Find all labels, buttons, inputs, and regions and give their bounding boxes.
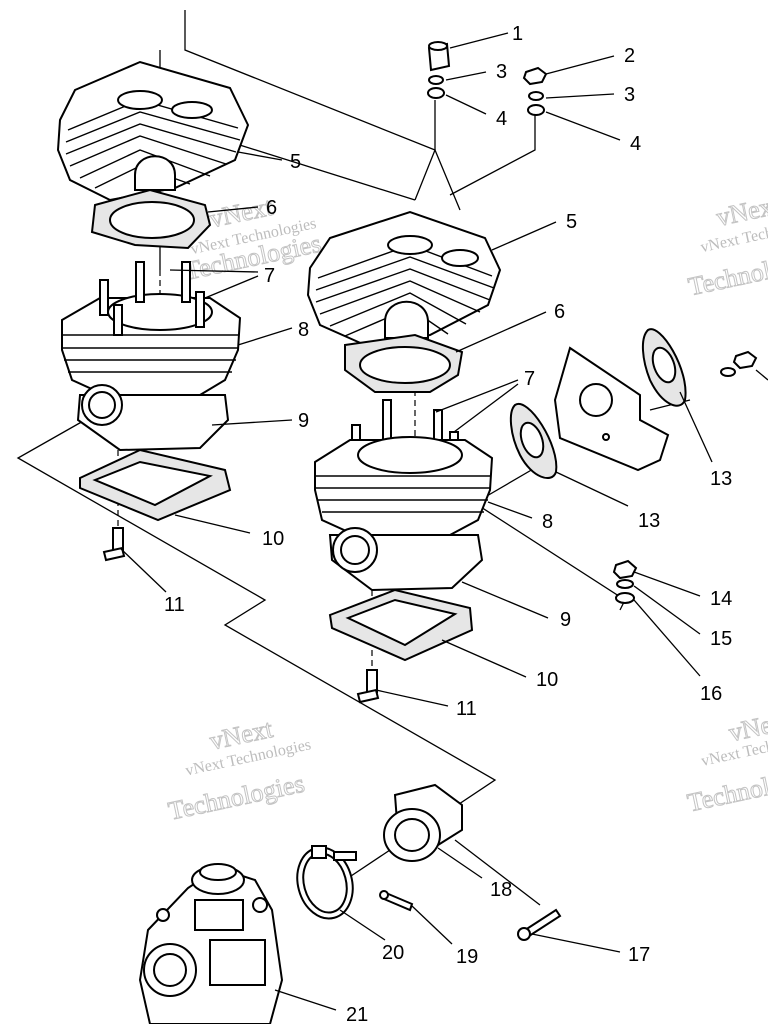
left-fitting	[102, 527, 126, 562]
callout-14: 14	[710, 588, 732, 610]
callout-4-right: 4	[630, 133, 641, 155]
callout-11-right: 11	[456, 698, 477, 720]
callout-20: 20	[382, 942, 404, 964]
carburetor	[138, 863, 284, 1024]
callout-15: 15	[710, 628, 732, 650]
callout-3-left: 3	[496, 61, 507, 83]
callout-18: 18	[490, 879, 512, 901]
callout-10-right: 10	[536, 669, 558, 691]
right-head-gasket	[344, 333, 464, 393]
exhaust-manifold-plate	[553, 346, 670, 472]
intake-screw-19	[379, 890, 414, 912]
callout-1: 1	[512, 23, 523, 45]
callout-3-right: 3	[624, 84, 635, 106]
left-cylinder-head	[56, 60, 250, 202]
callout-labels: 1 2 3 3 4 4 5 5 6 6 7 7 8 8 9 9 10 10 11…	[164, 23, 732, 1024]
callout-10-left: 10	[262, 528, 284, 550]
intake-screw-17	[517, 908, 562, 941]
callout-5-left: 5	[290, 151, 301, 173]
callout-21: 21	[346, 1004, 368, 1024]
exhaust-gasket-upper	[642, 328, 687, 407]
callout-6-left: 6	[266, 197, 277, 219]
callout-19: 19	[456, 946, 478, 968]
callout-4-left: 4	[496, 108, 507, 130]
callout-6-right: 6	[554, 301, 565, 323]
right-fitting	[356, 669, 380, 704]
exhaust-gasket-lower	[509, 402, 558, 479]
callout-2: 2	[624, 45, 635, 67]
callout-7-left: 7	[264, 265, 275, 287]
right-cylinder-head	[306, 210, 502, 347]
callout-9-right: 9	[560, 609, 571, 631]
callout-8-right: 8	[542, 511, 553, 533]
callout-16: 16	[700, 683, 722, 705]
right-cylinder	[314, 436, 494, 592]
callout-8-left: 8	[298, 319, 309, 341]
watermark-word-text: Technologies	[686, 244, 768, 301]
callout-13-upper: 13	[710, 468, 732, 490]
intake-flange	[383, 783, 463, 862]
watermark-middle-right: vNext vNext Technologies Technologies	[684, 705, 768, 818]
callout-17: 17	[628, 944, 650, 966]
hardware-top	[427, 41, 548, 116]
watermark-top-right: vNext vNext Technologies Technologies	[685, 190, 768, 302]
callout-7-right: 7	[524, 368, 535, 390]
hardware-right	[612, 350, 758, 604]
watermark-middle-left: vNext vNext Technologies Technologies	[165, 713, 312, 826]
right-base-gasket	[328, 588, 474, 662]
left-studs	[99, 261, 205, 336]
left-head-gasket	[90, 188, 212, 250]
callout-13-lower: 13	[638, 510, 660, 532]
callout-5-right: 5	[566, 211, 577, 233]
hose-clamp	[296, 845, 357, 920]
callout-9-left: 9	[298, 410, 309, 432]
leader-lines	[119, 32, 768, 1011]
left-cylinder	[61, 293, 242, 452]
left-base-gasket	[79, 448, 232, 522]
watermark-word-text: Technologies	[685, 760, 768, 817]
callout-11-left: 11	[164, 594, 185, 616]
